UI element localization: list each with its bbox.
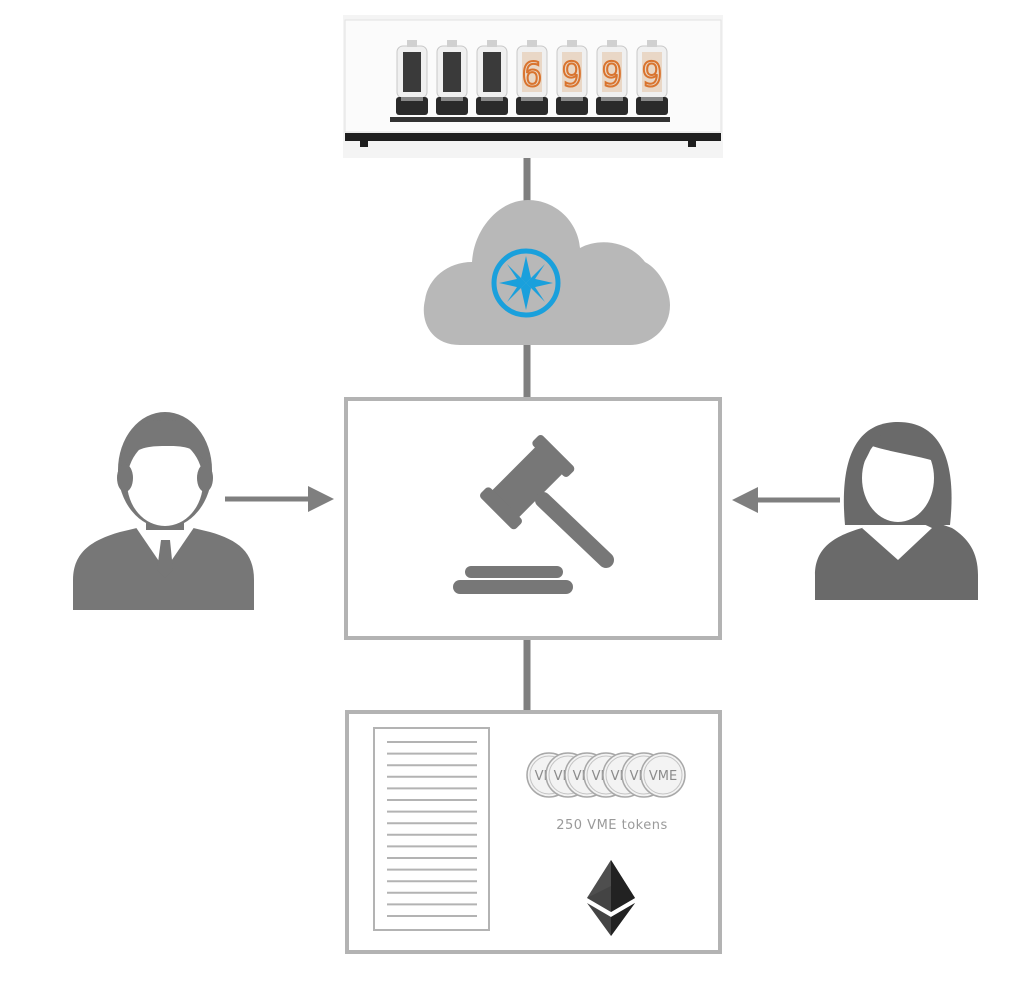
coin-label: VI [573, 769, 586, 784]
auction-box [344, 397, 722, 640]
compass-star-icon [491, 248, 561, 318]
nixie-tube: 9 [636, 40, 668, 115]
nixie-tube: 9 [596, 40, 628, 115]
token-amount-label: 250 VME tokens [556, 818, 668, 833]
gavel-icon [453, 435, 614, 594]
nixie-tube: 6 [516, 40, 548, 115]
coin-stack: VI VI VI VI VI VI VME [526, 752, 686, 798]
coin-label: VI [630, 769, 643, 784]
female-user-icon [815, 422, 978, 600]
nixie-digit: 6 [522, 55, 542, 95]
male-user-icon [73, 412, 254, 610]
nixie-digit: 9 [602, 55, 622, 95]
ethereum-icon [587, 860, 635, 936]
nixie-tube: 9 [556, 40, 588, 115]
coin-label: VI [611, 769, 624, 784]
nixie-digit: 9 [642, 55, 662, 95]
coin-label: VI [535, 769, 548, 784]
coin-label: VME [649, 769, 677, 784]
vme-coin: VME [640, 752, 686, 798]
arrow-female-to-auction [732, 487, 840, 513]
arrow-male-to-auction [225, 486, 334, 512]
coin-label: VI [592, 769, 605, 784]
nixie-tube [436, 40, 468, 115]
nixie-tube [396, 40, 428, 115]
document-icon [373, 727, 490, 931]
nixie-digit: 9 [562, 55, 582, 95]
nixie-tube [476, 40, 508, 115]
coin-label: VI [554, 769, 567, 784]
cloud-icon [423, 200, 670, 345]
